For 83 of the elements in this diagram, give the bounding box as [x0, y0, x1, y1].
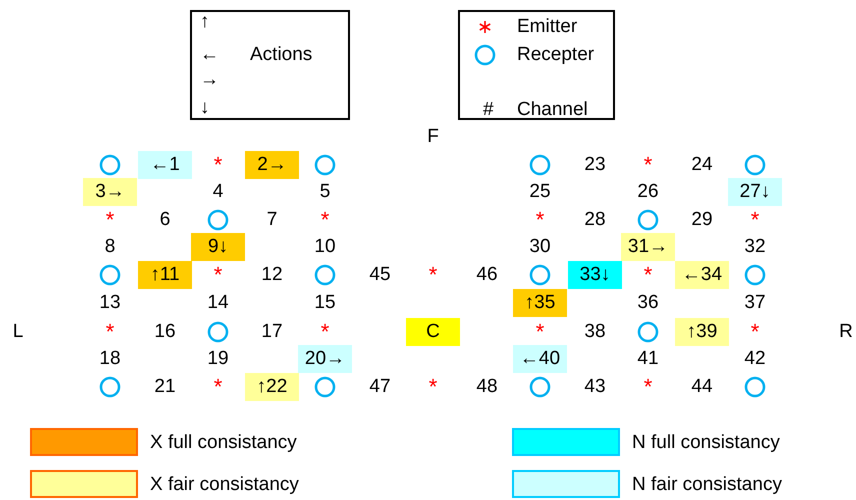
down-arrow: ↓	[200, 97, 210, 119]
channel-number: 14	[207, 292, 229, 314]
highlighted-cell: 2→	[245, 151, 299, 179]
channel-symbol: #	[483, 99, 494, 121]
channel-number: 25	[529, 181, 551, 203]
emitter-asterisk: *	[536, 321, 544, 343]
emitter-asterisk: *	[106, 209, 114, 231]
highlighted-cell: ↑39	[675, 318, 729, 346]
channel-number: 23	[584, 154, 606, 176]
up-arrow: ↑	[200, 11, 210, 33]
channel-number: 24	[691, 154, 713, 176]
highlighted-cell: 27↓	[728, 178, 782, 206]
emitter-asterisk: *	[644, 376, 652, 398]
channel-number: 48	[476, 376, 498, 398]
key-box	[190, 10, 350, 120]
emitter-asterisk: *	[428, 376, 438, 398]
channel-number: 13	[99, 292, 121, 314]
emitter-asterisk: *	[320, 209, 330, 231]
channel-number: 5	[320, 181, 330, 203]
channel-number: 21	[154, 376, 176, 398]
emitter-asterisk: *	[214, 154, 222, 176]
highlighted-cell: ↑11	[138, 261, 192, 289]
channel-number: 4	[212, 181, 224, 203]
emitter-asterisk: *	[320, 321, 330, 343]
highlighted-cell: ←34	[675, 261, 729, 289]
channel-number: 29	[691, 209, 713, 231]
highlighted-cell: ↑35	[513, 289, 567, 317]
channel-number: 44	[691, 376, 713, 398]
channel-number: 15	[314, 292, 336, 314]
channel-number: 16	[154, 321, 176, 343]
key-label: Recepter	[517, 44, 594, 66]
left-arrow: ←	[200, 44, 219, 66]
channel-number: 42	[744, 348, 766, 370]
emitter-asterisk: *	[536, 209, 544, 231]
channel-number: 26	[637, 181, 659, 203]
legend-label: X full consistancy	[150, 432, 297, 454]
highlighted-cell: C	[406, 318, 460, 346]
highlighted-cell: 31→	[621, 233, 675, 261]
key-label: Emitter	[517, 16, 578, 38]
emitter-asterisk: *	[214, 264, 222, 286]
highlighted-cell: 20→	[298, 345, 352, 373]
channel-number: 19	[207, 348, 229, 370]
highlighted-cell: ←1	[138, 151, 192, 179]
emitter-asterisk: *	[644, 264, 652, 286]
channel-number: 6	[160, 209, 170, 231]
channel-number: 12	[261, 264, 283, 286]
channel-number: 37	[744, 292, 766, 314]
channel-number: 36	[637, 292, 659, 314]
emitter-asterisk: *	[644, 154, 652, 176]
side-label: L	[12, 321, 24, 343]
key-box	[458, 10, 615, 120]
channel-number: 46	[476, 264, 498, 286]
channel-number: 41	[637, 348, 659, 370]
highlighted-cell: 33↓	[568, 261, 622, 289]
side-label: R	[839, 321, 853, 343]
emitter-asterisk: *	[106, 321, 114, 343]
channel-number: 45	[369, 264, 391, 286]
highlighted-cell: 9↓	[191, 233, 245, 261]
side-label: F	[427, 126, 439, 148]
emitter-asterisk: *	[750, 321, 760, 343]
channel-number: 32	[744, 236, 766, 258]
channel-number: 43	[584, 376, 606, 398]
right-arrow: →	[200, 69, 219, 91]
channel-number: 18	[99, 348, 121, 370]
highlighted-cell: ←40	[513, 345, 567, 373]
channel-number: 28	[584, 209, 606, 231]
legend-label: X fair consistancy	[150, 474, 299, 496]
highlighted-cell: ↑22	[245, 373, 299, 401]
channel-number: 17	[261, 321, 283, 343]
emitter-asterisk: *	[750, 209, 760, 231]
channel-number: 7	[266, 209, 278, 231]
channel-number: 30	[529, 236, 551, 258]
key-title: Actions	[250, 44, 312, 66]
key-label: Channel	[517, 99, 588, 121]
channel-number: 38	[584, 321, 606, 343]
legend-label: N fair consistancy	[632, 474, 782, 496]
emitter-asterisk: *	[214, 376, 222, 398]
highlighted-cell: 3→	[83, 178, 137, 206]
channel-number: 8	[104, 236, 116, 258]
channel-number: 10	[314, 236, 336, 258]
emitter-asterisk: *	[428, 264, 438, 286]
legend-label: N full consistancy	[632, 432, 780, 454]
channel-number: 47	[369, 376, 391, 398]
